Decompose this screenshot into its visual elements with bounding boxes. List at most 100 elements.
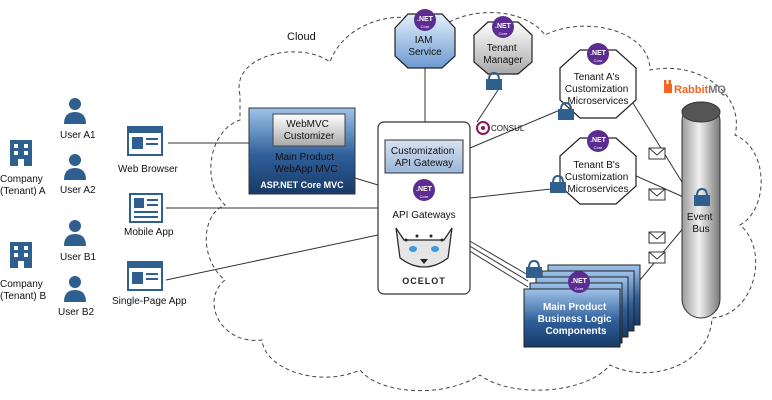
company-b-building-icon: [10, 242, 32, 268]
user-b1-icon: [64, 220, 86, 246]
net-core-badge-tenant-a: .NET Core: [587, 43, 609, 65]
iam-service-label: IAM Service: [408, 35, 442, 58]
net-core-badge-bl-line-2: Core: [575, 286, 584, 291]
webmvc-customizer-label: WebMVC Customizer: [284, 119, 335, 142]
tenant-b-line-2: Customization: [565, 172, 628, 183]
customization-gateway-label: Customization API Gateway: [391, 146, 457, 169]
event-bus-line-2: Bus: [692, 224, 709, 235]
tenant-b-line-1: Tenant B's: [573, 160, 619, 171]
cloud-outline: [205, 12, 762, 391]
business-logic-line-1: Main Product: [543, 302, 607, 313]
envelope-icons: [648, 147, 666, 264]
company-a-line-1: Company: [0, 174, 43, 185]
consul-label: CONSUL: [491, 124, 525, 133]
iam-service-line-2: Service: [408, 47, 442, 58]
mobile-app-label: Mobile App: [124, 227, 174, 238]
net-core-badge-iam-line-2: Core: [421, 24, 430, 29]
mobile-app-icon: [129, 193, 163, 223]
customization-gateway-line-2: API Gateway: [395, 158, 453, 169]
user-a1-icon: [64, 98, 86, 124]
tenant-manager: Tenant Manager: [473, 21, 533, 75]
company-b-line-2: (Tenant) B: [0, 291, 46, 302]
cloud-label: Cloud: [287, 31, 316, 43]
user-a1-label: User A1: [60, 130, 96, 141]
lock-icon-business-logic: [526, 259, 542, 278]
business-logic-line-3: Components: [545, 326, 607, 337]
envelope-icon: [648, 147, 666, 160]
webmvc-title: Main Product WebApp MVC: [274, 152, 337, 175]
tenant-a-line-2: Customization: [565, 84, 628, 95]
tenant-a-label: Tenant A's Customization Microservices: [565, 72, 631, 107]
rabbitmq-wordmark: RabbitMQ: [674, 84, 726, 96]
user-b2-label: User B2: [58, 307, 95, 318]
tenant-manager-line-2: Manager: [483, 55, 523, 66]
iam-service: IAM Service: [394, 13, 456, 69]
net-core-badge-ta-line-2: Core: [594, 58, 603, 63]
consul-logo: [476, 121, 490, 135]
tenant-manager-label: Tenant Manager: [483, 43, 523, 66]
envelope-icon: [648, 188, 666, 201]
webmvc-block: WebMVC Customizer Main Product WebApp MV…: [248, 107, 356, 195]
spa-icon: [127, 261, 163, 291]
net-core-badge-gw-line-1: .NET: [416, 186, 433, 193]
webmvc-title-line-1: Main Product: [275, 152, 334, 163]
api-gateways-label: API Gateways: [392, 210, 455, 221]
net-core-badge-tb-line-1: .NET: [590, 137, 607, 144]
webmvc-customizer-line-2: Customizer: [284, 131, 335, 142]
tenant-b-label: Tenant B's Customization Microservices: [565, 160, 631, 195]
lock-icon-tenant-b: [550, 174, 566, 193]
company-b-line-1: Company: [0, 279, 43, 290]
lock-icon-tenant-a: [558, 101, 574, 120]
rabbitmq-logo: [664, 80, 672, 93]
ocelot-cat-icon: [395, 227, 453, 268]
tenant-a-line-1: Tenant A's: [574, 72, 620, 83]
company-b-label: Company (Tenant) B: [0, 279, 46, 302]
net-core-badge-gateway: .NET Core: [413, 179, 435, 201]
web-browser-label: Web Browser: [118, 164, 179, 175]
tenant-b-microservices: Tenant B's Customization Microservices: [559, 137, 637, 205]
event-bus: Event Bus: [681, 101, 721, 319]
tenant-a-line-3: Microservices: [567, 96, 628, 107]
company-a-label: Company (Tenant) A: [0, 174, 46, 197]
rabbitmq-suffix: MQ: [708, 84, 726, 96]
user-b1-label: User B1: [60, 252, 97, 263]
net-core-badge-tenant-manager: .NET Core: [492, 16, 514, 38]
spa-label: Single-Page App: [112, 296, 187, 307]
lock-icon-tenant-manager: [486, 71, 502, 90]
webmvc-title-line-2: WebApp MVC: [274, 164, 337, 175]
event-bus-line-1: Event: [687, 212, 713, 223]
net-core-badge-tm-line-1: .NET: [495, 23, 512, 30]
net-core-badge-gw-line-2: Core: [420, 194, 429, 199]
rabbitmq-prefix: Rabbit: [674, 84, 709, 96]
envelope-icon: [648, 231, 666, 244]
net-core-badge-iam: .NET Core: [414, 9, 436, 31]
user-a2-label: User A2: [60, 185, 96, 196]
net-core-badge-tb-line-2: Core: [594, 145, 603, 150]
user-b2-icon: [64, 276, 86, 302]
business-logic-label: Main Product Business Logic Components: [538, 302, 615, 337]
net-core-badge-bl-line-1: .NET: [571, 278, 588, 285]
ocelot-wordmark: OCELOT: [402, 276, 446, 286]
net-core-badge-tm-line-2: Core: [499, 31, 508, 36]
net-core-badge-ta-line-1: .NET: [590, 50, 607, 57]
event-bus-label: Event Bus: [687, 212, 715, 235]
company-a-line-2: (Tenant) A: [0, 186, 46, 197]
aspnet-core-mvc-logo: ASP.NET Core MVC: [260, 180, 344, 190]
customization-gateway-line-1: Customization: [391, 146, 454, 157]
api-gateway-block: Customization API Gateway API Gateways O…: [377, 121, 471, 295]
webmvc-customizer-line-1: WebMVC: [286, 119, 329, 130]
iam-service-line-1: IAM: [415, 35, 433, 46]
lock-icon-event-bus: [694, 187, 710, 206]
tenant-a-microservices: Tenant A's Customization Microservices: [559, 49, 637, 119]
user-a2-icon: [64, 154, 86, 180]
net-core-badge-business-logic: .NET Core: [568, 271, 590, 293]
tenant-b-line-3: Microservices: [567, 184, 628, 195]
tenant-manager-line-1: Tenant: [487, 43, 517, 54]
company-a-building-icon: [10, 140, 32, 166]
business-logic-line-2: Business Logic: [538, 314, 612, 325]
web-browser-icon: [127, 126, 163, 156]
net-core-badge-iam-line-1: .NET: [417, 16, 434, 23]
connection-lines: [165, 65, 691, 288]
envelope-icon: [648, 251, 666, 264]
